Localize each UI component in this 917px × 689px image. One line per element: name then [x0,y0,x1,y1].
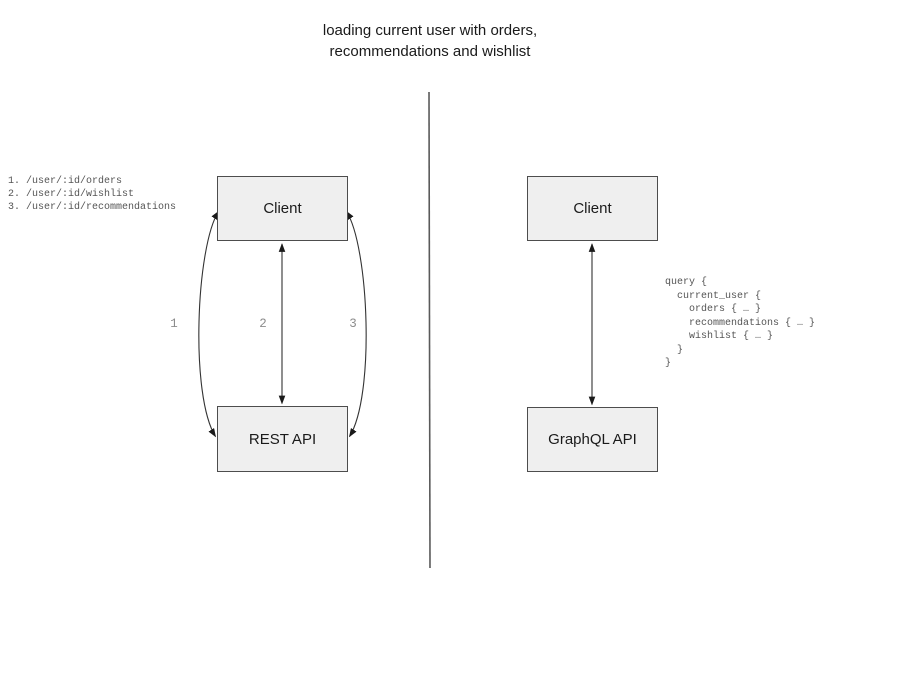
arrow-3-recommendations [346,210,367,438]
graphql-query-snippet: query { current_user { orders { … } reco… [665,277,816,369]
graphql-client-label: Client [573,200,612,217]
graphql-api-box: GraphQL API [527,407,658,472]
arrow-label-3: 3 [349,317,357,331]
arrow-1-orders [198,210,219,438]
graphql-client-box: Client [527,176,658,241]
arrow-label-2: 2 [259,317,267,331]
divider-line [428,91,431,569]
rest-client-box: Client [217,176,348,241]
graphql-api-label: GraphQL API [548,431,637,448]
rest-api-box: REST API [217,406,348,472]
rest-client-label: Client [263,200,302,217]
arrow-label-1: 1 [170,317,178,331]
rest-endpoint-list: 1. /user/:id/orders 2. /user/:id/wishlis… [8,176,177,213]
diagram-title: loading current user with orders, recomm… [322,22,538,60]
rest-api-label: REST API [248,430,317,448]
